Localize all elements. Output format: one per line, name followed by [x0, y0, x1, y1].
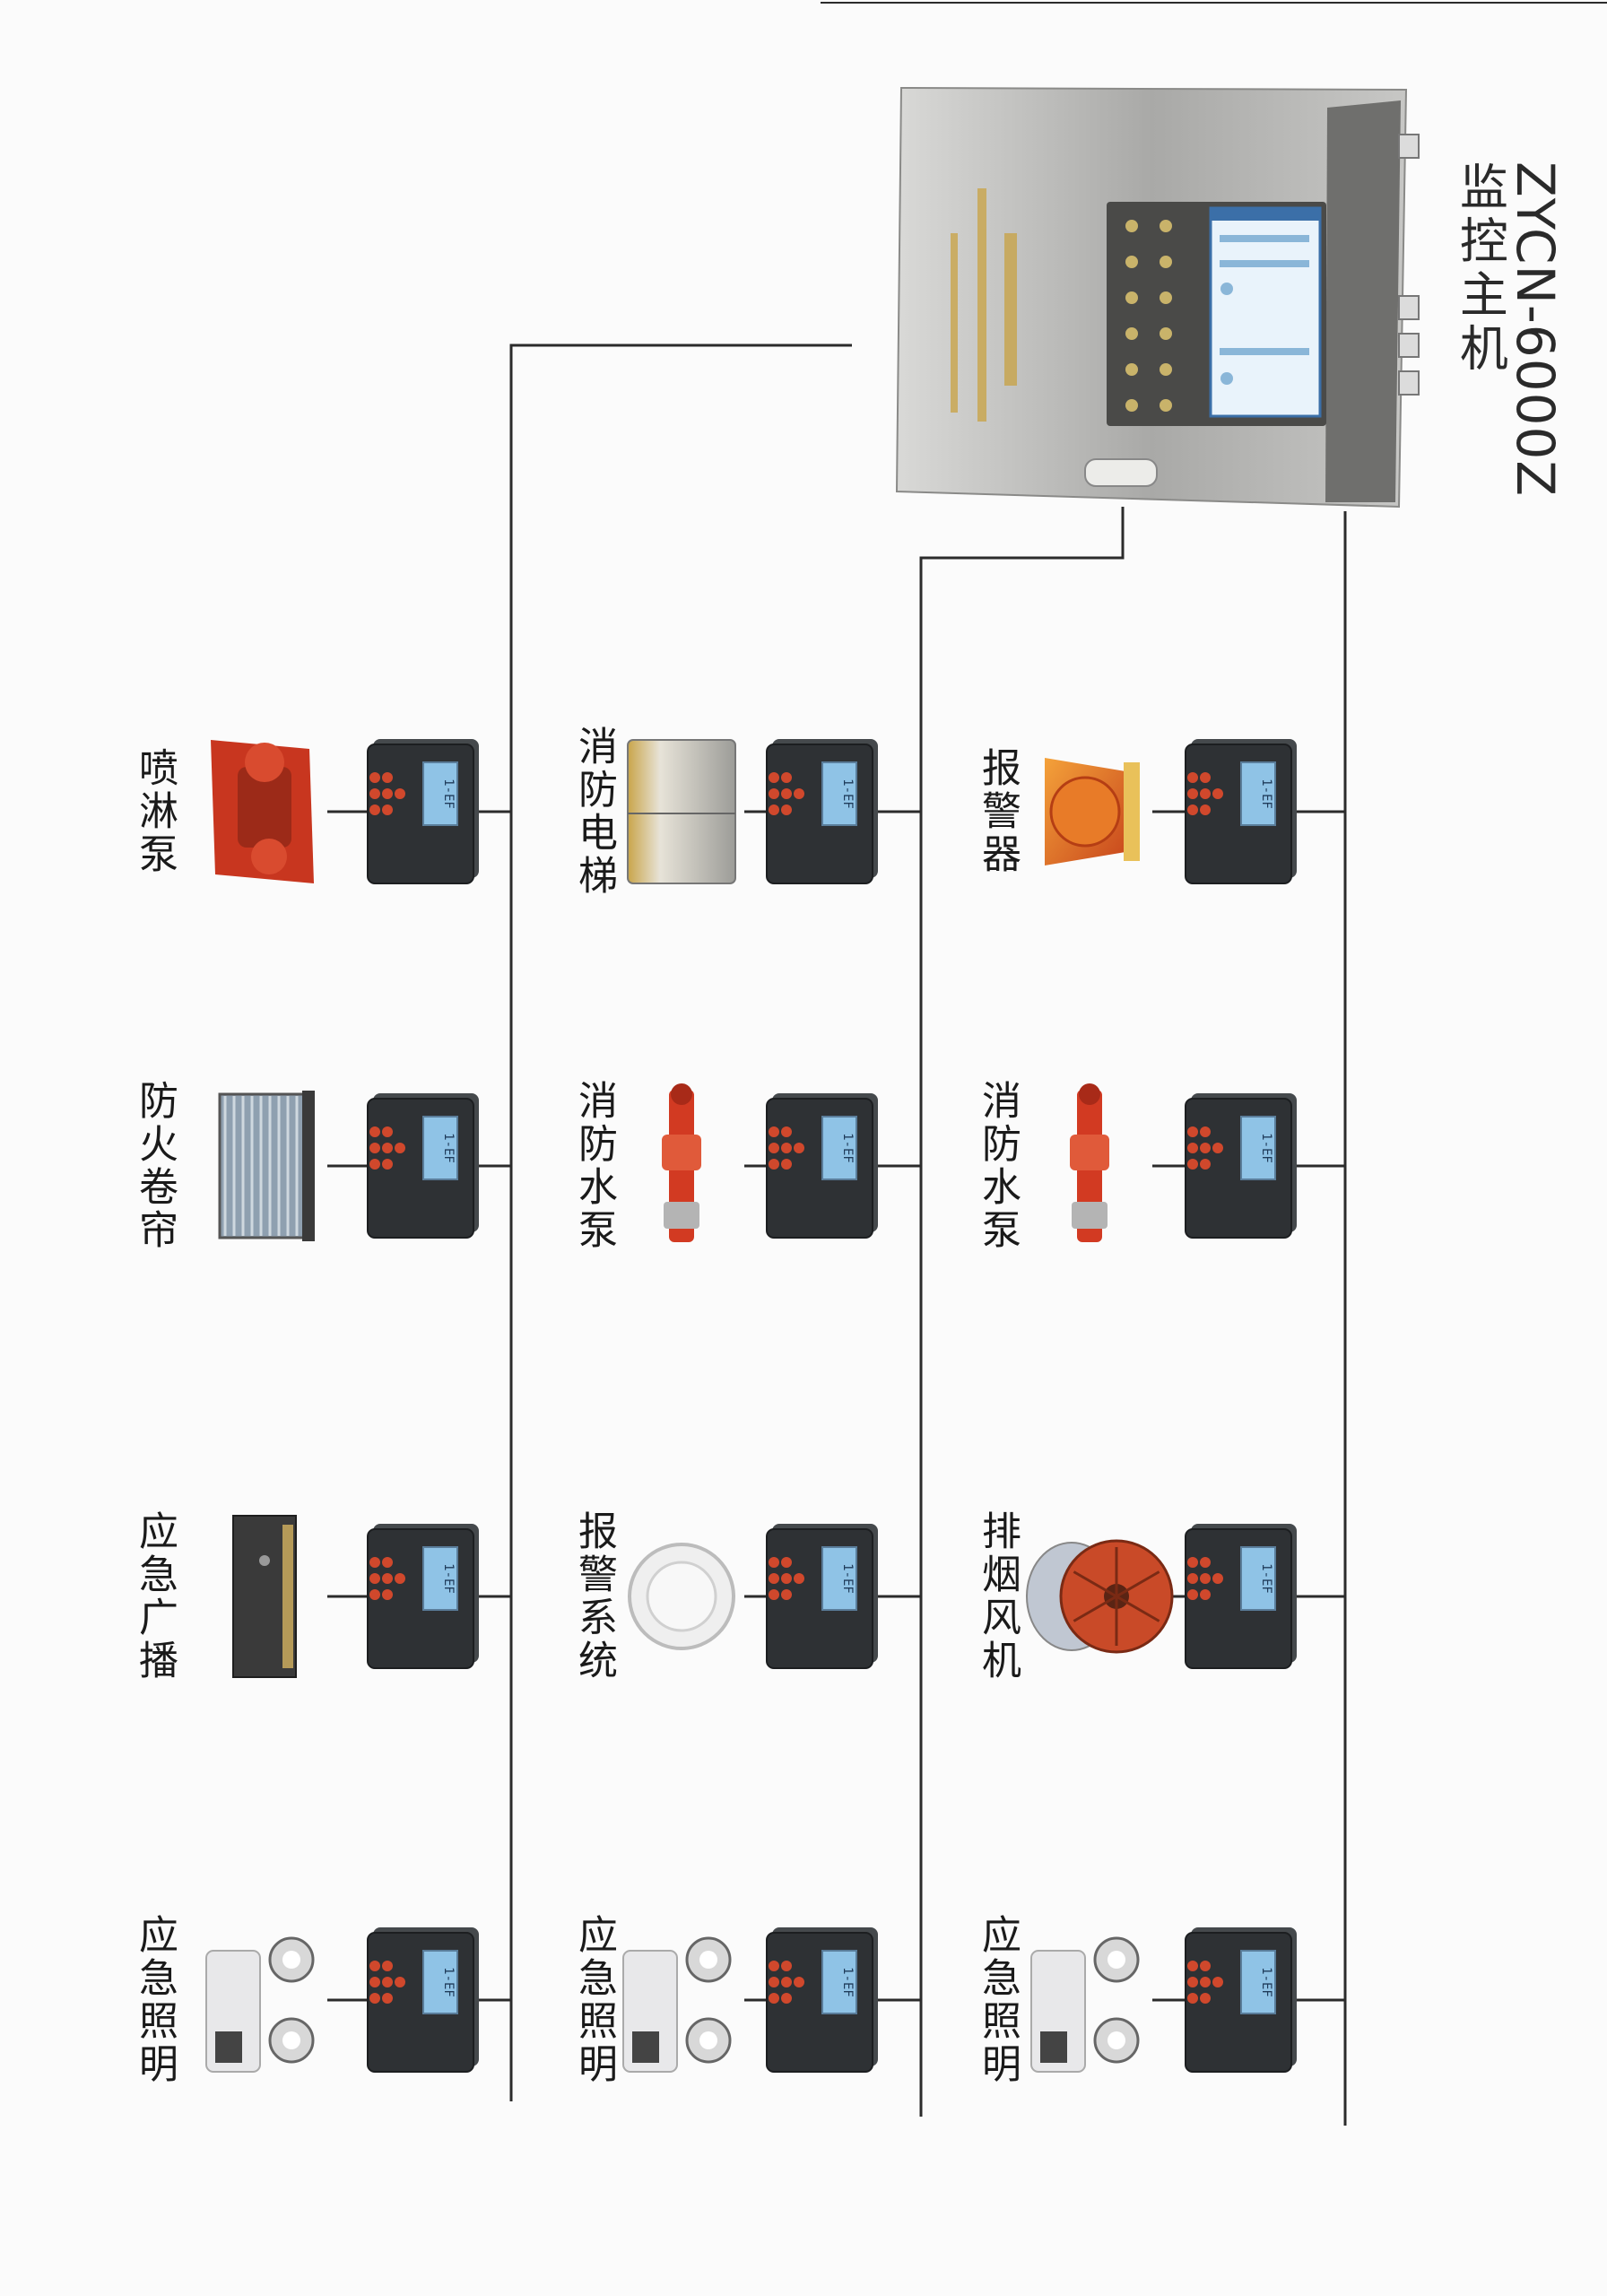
bus-lines: [327, 2, 1607, 2126]
module-display-text: 1-EF: [1259, 1133, 1273, 1163]
emergency-lighting-icon: [205, 1936, 315, 2073]
host-model: ZYCN-6000Z: [1505, 161, 1567, 498]
fire-water-pump-icon: [1070, 1083, 1109, 1242]
emergency-broadcast-icon: [232, 1515, 297, 1678]
device-layer: [205, 739, 1174, 2073]
module-display-text: 1-EF: [1259, 778, 1273, 809]
bus-left: [509, 344, 852, 2101]
device-label: 应急照明: [571, 1914, 617, 2086]
module-display-text: 1-EF: [1259, 1967, 1273, 1997]
module-display-text: 1-EF: [840, 1563, 855, 1594]
control-module: 1-EF: [1185, 1524, 1297, 1669]
fire-water-pump-icon: [662, 1083, 701, 1242]
control-module: 1-EF: [367, 1093, 479, 1239]
device-label: 应急照明: [975, 1914, 1021, 2086]
control-module: 1-EF: [766, 1093, 878, 1239]
control-module: 1-EF: [367, 1927, 479, 2073]
control-module: 1-EF: [1185, 739, 1297, 884]
emergency-lighting-icon: [622, 1936, 732, 2073]
device-label: 应急照明: [132, 1914, 178, 2086]
alarm-siren-icon: [1045, 758, 1140, 865]
control-module: 1-EF: [367, 739, 479, 884]
device-label: 喷淋泵: [132, 747, 178, 876]
device-label: 应急广播: [132, 1510, 178, 1683]
device-label: 消防电梯: [571, 726, 617, 898]
control-module: 1-EF: [367, 1524, 479, 1669]
control-module: 1-EF: [1185, 1927, 1297, 2073]
module-display-text: 1-EF: [1259, 1563, 1273, 1594]
device-label: 消防水泵: [975, 1080, 1021, 1252]
device-label: 防火卷帘: [132, 1080, 178, 1252]
module-layer: 1-EF 1-EF 1-EF 1-EF 1-EF 1-EF 1-EF 1-EF 1-EF 1-EF…: [367, 739, 1297, 2073]
control-module: 1-EF: [766, 1524, 878, 1669]
device-label: 报警器: [975, 747, 1021, 876]
bus-middle: [919, 507, 1125, 2117]
module-display-text: 1-EF: [441, 1563, 456, 1594]
device-label: 报警系统: [571, 1510, 617, 1683]
module-display-text: 1-EF: [441, 778, 456, 809]
emergency-lighting-icon: [1030, 1936, 1140, 2073]
host-name: 监控主机: [1451, 161, 1508, 377]
fire-elevator-icon: [627, 739, 736, 884]
monitoring-host: [895, 86, 1420, 509]
control-module: 1-EF: [1185, 1093, 1297, 1239]
alarm-system-icon: [628, 1543, 735, 1650]
module-display-text: 1-EF: [840, 778, 855, 809]
smoke-exhaust-fan-icon: [1026, 1539, 1174, 1654]
host-title: ZYCN-6000Z 监控主机: [1451, 161, 1567, 498]
module-display-text: 1-EF: [840, 1133, 855, 1163]
module-display-text: 1-EF: [840, 1967, 855, 1997]
fire-shutter-icon: [218, 1091, 315, 1241]
device-label: 消防水泵: [571, 1080, 617, 1252]
sprinkler-pump-icon: [211, 740, 314, 883]
control-module: 1-EF: [766, 739, 878, 884]
module-display-text: 1-EF: [441, 1967, 456, 1997]
module-display-text: 1-EF: [441, 1133, 456, 1163]
device-label: 排烟风机: [975, 1510, 1021, 1683]
control-module: 1-EF: [766, 1927, 878, 2073]
